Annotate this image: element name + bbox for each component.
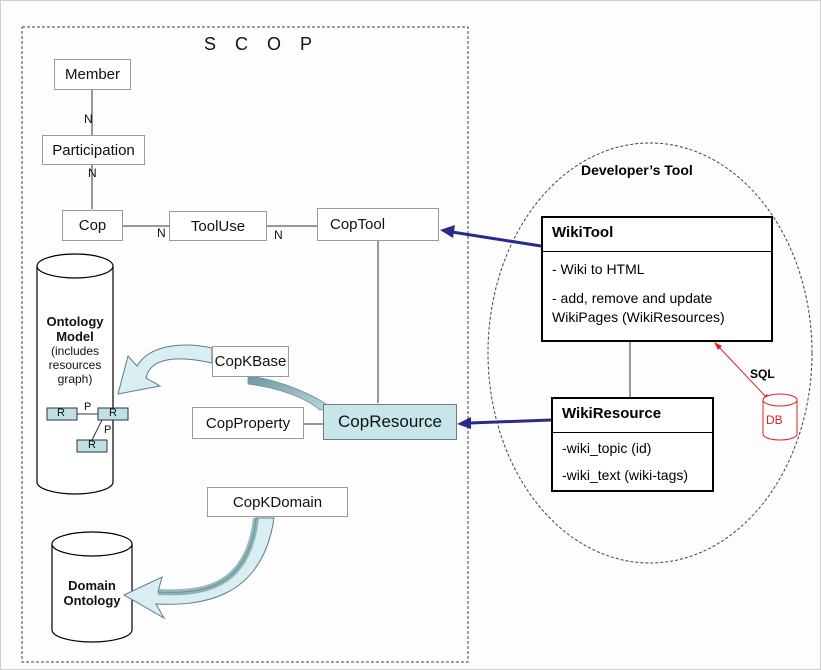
multiplicity-tooluse-coptool: N	[274, 228, 283, 242]
participation-box: Participation	[42, 135, 145, 165]
ontology-model-title-2: Model	[56, 329, 94, 344]
multiplicity-participation-cop: N	[88, 166, 97, 180]
p-edge-2-label: P	[104, 424, 112, 436]
sql-label: SQL	[750, 367, 775, 381]
wikitool-to-coptool-arrow	[451, 230, 542, 248]
tooluse-box: ToolUse	[169, 211, 267, 241]
domain-ontology-cylinder	[51, 544, 133, 643]
member-box: Member	[54, 59, 131, 90]
developer-tool-boundary	[487, 142, 813, 564]
scop-boundary	[21, 26, 469, 663]
wikiresource-box: WikiResource -wiki_topic (id) -wiki_text…	[551, 397, 714, 492]
r-node-2-label: R	[109, 407, 117, 419]
wikiresource-name: WikiResource	[553, 399, 712, 433]
wikitool-name: WikiTool	[543, 218, 771, 252]
scop-title: S C O P	[204, 34, 320, 54]
cop-box: Cop	[62, 210, 123, 241]
copproperty-box: CopProperty	[192, 407, 304, 439]
ontology-model-label: Ontology Model (includes resources graph…	[37, 314, 113, 386]
ontology-model-note-3: graph)	[57, 372, 93, 386]
copresource-box: CopResource	[323, 404, 457, 440]
coptool-box: CopTool	[317, 208, 439, 241]
p-edge-1-label: P	[84, 401, 92, 413]
wikiresource-attr-1: -wiki_topic (id)	[562, 440, 652, 456]
r-node-1-label: R	[57, 407, 65, 419]
kbase-to-ontology-arrow	[117, 344, 213, 395]
ontology-model-note-2: resources	[48, 358, 102, 372]
domain-ontology-title-1: Domain	[68, 578, 116, 593]
r-node-3-label: R	[88, 439, 96, 451]
copkbase-box: CopKBase	[212, 346, 289, 377]
kbase-to-resource-arc	[247, 375, 331, 411]
wikitool-line-3: WikiPages (WikiResources)	[552, 309, 725, 325]
wikitool-line-2: - add, remove and update	[552, 290, 713, 306]
db-cylinder	[762, 400, 798, 441]
developer-tool-title: Developer’s Tool	[581, 162, 693, 178]
copkdomain-box: CopKDomain	[207, 487, 348, 517]
domain-ontology-title-2: Ontology	[63, 593, 121, 608]
wikiresource-to-copresource-arrow	[469, 418, 552, 425]
sql-arrow	[717, 345, 769, 400]
ontology-model-note-1: (includes	[50, 344, 100, 358]
wikiresource-attr-2: -wiki_text (wiki-tags)	[562, 467, 689, 483]
domain-ontology-label: Domain Ontology	[52, 578, 132, 608]
ontology-model-title-1: Ontology	[46, 314, 104, 329]
multiplicity-member-participation: N	[84, 112, 93, 126]
db-label: DB	[766, 413, 783, 427]
wikitool-box: WikiTool - Wiki to HTML - add, remove an…	[541, 216, 773, 342]
wikitool-line-1: - Wiki to HTML	[552, 261, 645, 277]
multiplicity-cop-tooluse: N	[157, 226, 166, 240]
